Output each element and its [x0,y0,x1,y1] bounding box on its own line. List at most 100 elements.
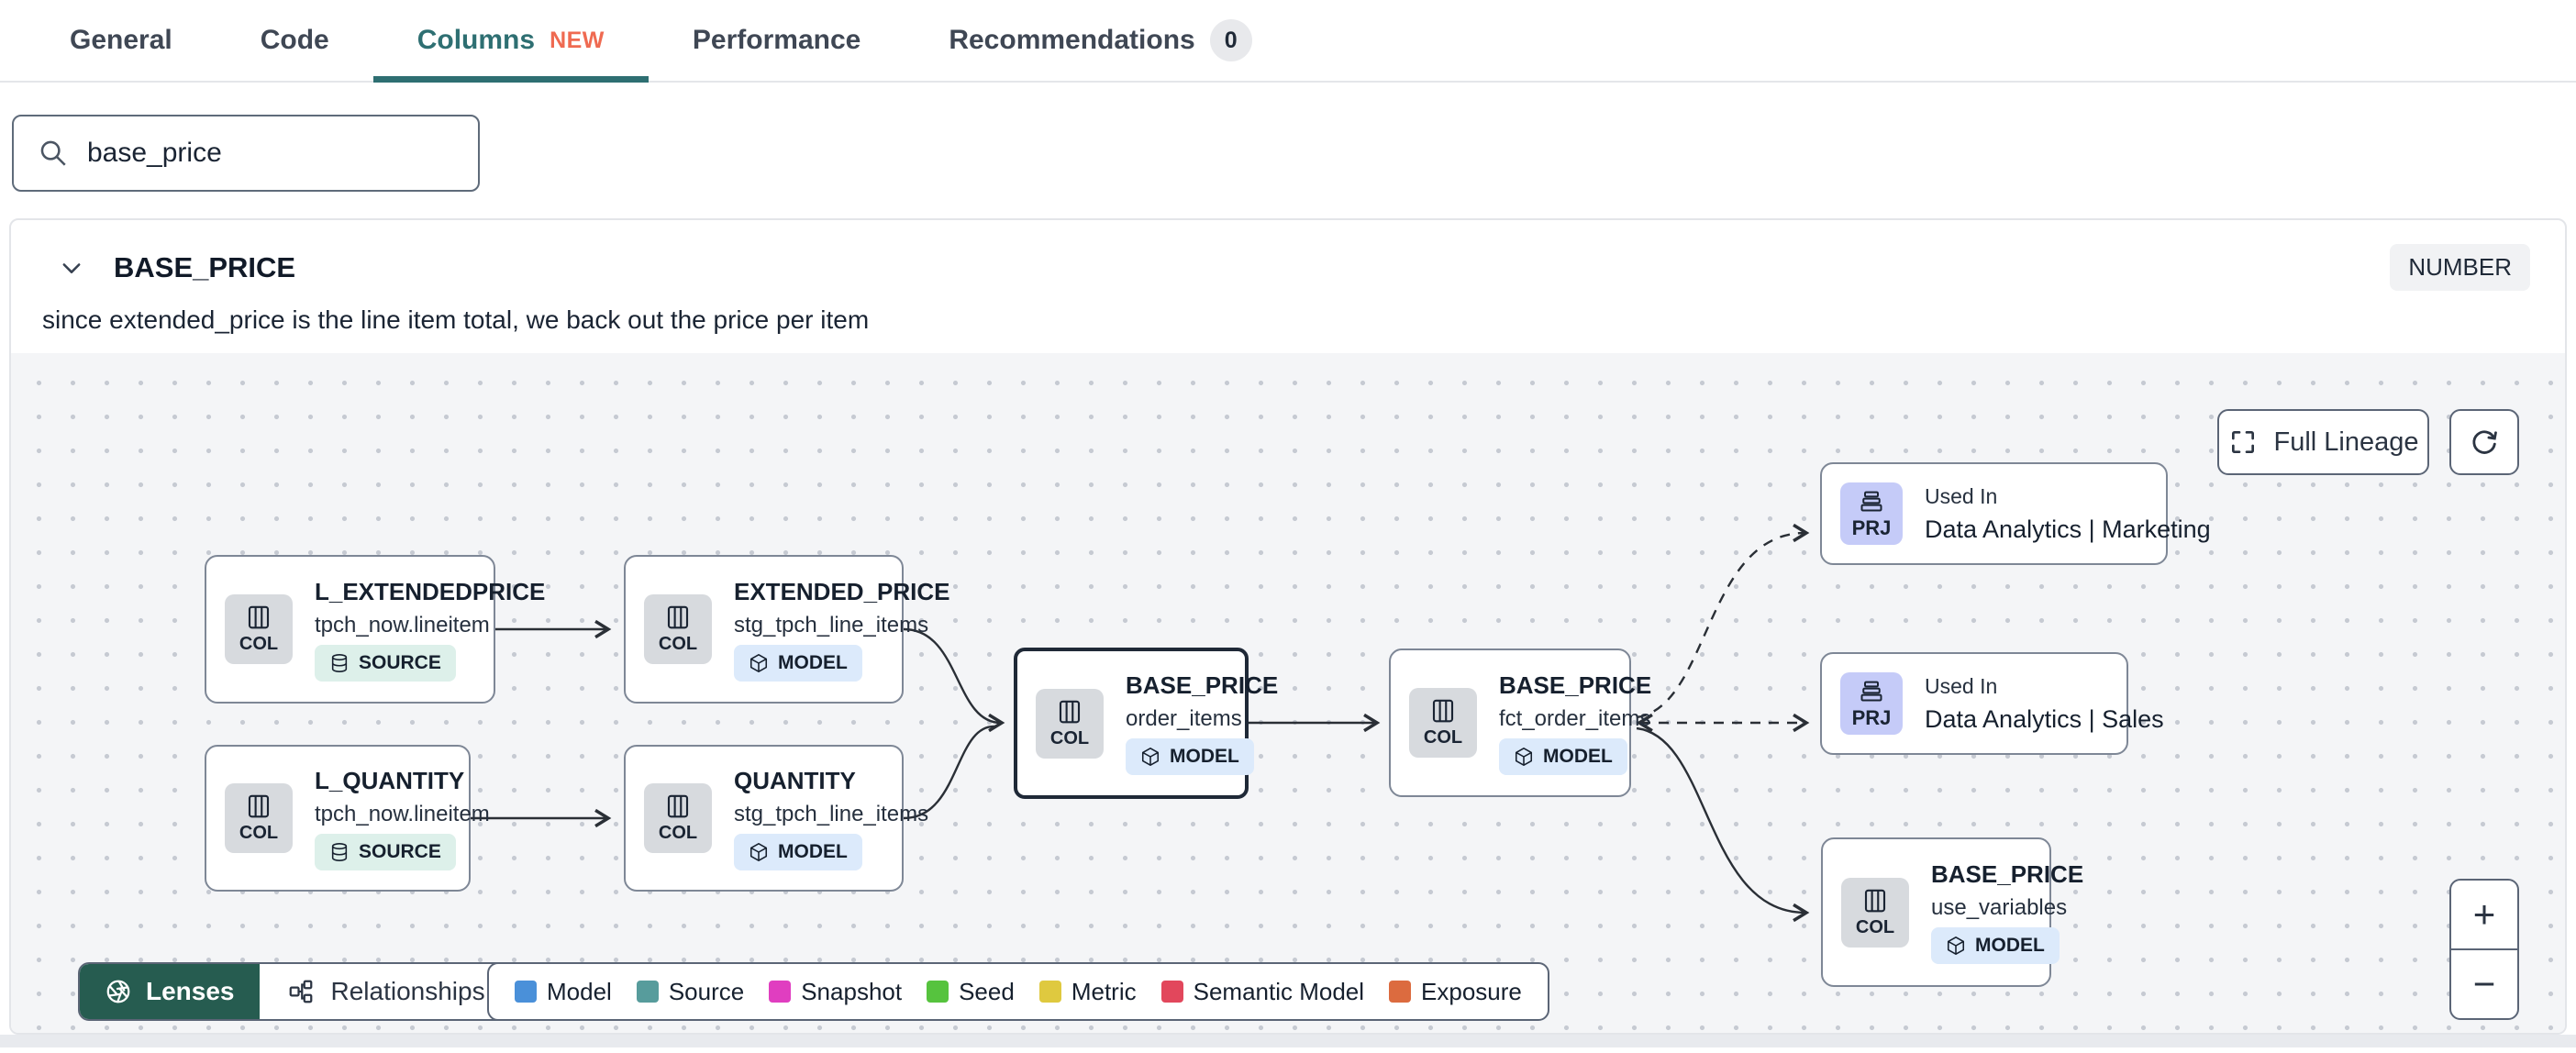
lineage-node-l-extendedprice[interactable]: COL L_EXTENDEDPRICE tpch_now.lineitem SO… [205,555,546,704]
horizontal-scrollbar[interactable] [0,1035,2576,1047]
full-lineage-button[interactable]: Full Lineage [2217,409,2429,475]
legend-item: Model [515,978,612,1006]
node-kicker: Used In [1925,673,1998,698]
relationships-icon [289,980,312,1003]
legend-item: Exposure [1389,978,1522,1006]
badge-label: SOURCE [359,651,441,673]
legend-label: Semantic Model [1193,977,1365,1005]
tab-general[interactable]: General [26,0,217,81]
legend-item: Metric [1038,978,1137,1006]
tab-label: Performance [692,25,861,55]
tab-label: Columns [416,25,536,55]
resource-badge: MODEL [1126,738,1254,775]
column-card: BASE_PRICE NUMBER since extended_price i… [9,218,2567,1035]
cube-icon [749,842,768,861]
search-box[interactable] [12,115,480,192]
legend-label: Snapshot [801,977,903,1005]
node-subtitle: tpch_now.lineitem [315,801,490,826]
lenses-label: Lenses [146,977,235,1005]
lineage-node-base-price-order-items[interactable]: COL BASE_PRICE order_items MODEL [1014,648,1278,799]
column-name: BASE_PRICE [114,250,296,283]
column-chip: COL [1036,688,1104,759]
badge-label: MODEL [1543,745,1613,767]
new-badge: NEW [550,27,605,53]
column-chip: COL [644,783,712,853]
node-subtitle: stg_tpch_line_items [734,612,929,637]
refresh-button[interactable] [2449,409,2519,475]
badge-label: MODEL [778,840,848,862]
project-chip: PRJ [1840,672,1903,735]
tab-columns[interactable]: Columns NEW [372,0,650,83]
columns-icon [667,794,689,818]
tab-code[interactable]: Code [217,0,373,81]
chip-label: PRJ [1851,515,1892,539]
legend-label: Exposure [1421,977,1522,1005]
chip-label: COL [1423,727,1463,748]
node-subtitle: fct_order_items [1499,705,1651,731]
column-card-header: BASE_PRICE NUMBER [11,220,2565,291]
resource-badge: MODEL [1499,737,1627,775]
resource-badge: MODEL [1931,927,2060,964]
column-description: since extended_price is the line item to… [42,305,870,334]
node-title: BASE_PRICE [1499,671,1652,699]
legend-swatch [769,981,792,1003]
column-chip: COL [1841,877,1909,948]
tab-performance[interactable]: Performance [649,0,905,81]
lineage-graph[interactable]: COL L_EXTENDEDPRICE tpch_now.lineitem SO… [11,353,2565,1033]
project-stack-icon [1860,491,1882,511]
columns-icon [1864,889,1886,912]
aperture-icon [106,980,130,1003]
relationships-dropdown[interactable]: Relationships [260,964,551,1019]
node-title: Data Analytics | Marketing [1925,515,2211,543]
legend-item: Seed [927,978,1015,1006]
lenses-group: Lenses Relationships [78,962,553,1021]
lineage-node-base-price-use-variables[interactable]: COL BASE_PRICE use_variables MODEL [1821,837,2083,987]
database-icon [331,842,348,861]
lenses-button[interactable]: Lenses [80,964,260,1019]
search-row [0,83,2576,192]
project-chip: PRJ [1840,482,1903,545]
chip-label: COL [658,823,698,843]
chip-label: PRJ [1851,705,1892,729]
collapse-chevron-icon[interactable] [59,255,84,281]
tab-label: General [70,25,172,55]
expand-icon [2231,431,2254,453]
zoom-in-button[interactable]: + [2472,892,2496,936]
badge-label: MODEL [778,651,848,673]
search-icon [40,140,66,166]
columns-icon [667,605,689,629]
lineage-node-base-price-fct-order-items[interactable]: COL BASE_PRICE fct_order_items MODEL [1389,648,1652,797]
legend-item: Source [636,978,744,1006]
column-chip: COL [225,594,293,664]
refresh-icon [2472,430,2497,454]
node-title: L_QUANTITY [315,766,465,794]
columns-icon [248,794,270,818]
node-subtitle: order_items [1126,706,1242,731]
recommendations-count-badge: 0 [1209,19,1252,61]
zoom-out-button[interactable]: − [2451,948,2517,1018]
lineage-node-l-quantity[interactable]: COL L_QUANTITY tpch_now.lineitem SOURCE [205,745,490,892]
columns-icon [248,605,270,629]
cube-icon [1515,747,1533,766]
node-subtitle: use_variables [1931,895,2068,920]
columns-icon [1432,699,1454,723]
lineage-node-extended-price[interactable]: COL EXTENDED_PRICE stg_tpch_line_items M… [624,555,950,704]
legend-item: Snapshot [769,978,902,1006]
legend-swatch [927,981,949,1003]
columns-icon [1059,700,1081,723]
node-title: L_EXTENDEDPRICE [315,577,546,605]
lineage-node-quantity[interactable]: COL QUANTITY stg_tpch_line_items MODEL [624,745,928,892]
search-input[interactable] [87,138,454,169]
chip-label: COL [1855,916,1895,937]
legend-label: Seed [959,977,1015,1005]
lineage-node-exposure-marketing[interactable]: PRJ Used In Data Analytics | Marketing [1820,462,2211,565]
lineage-edges [471,523,1810,923]
tab-recommendations[interactable]: Recommendations 0 [905,0,1295,81]
node-subtitle: tpch_now.lineitem [315,612,490,637]
legend-swatch [1038,981,1061,1003]
lineage-node-exposure-sales[interactable]: PRJ Used In Data Analytics | Sales [1820,652,2164,755]
chip-label: COL [239,823,279,843]
resource-badge: MODEL [734,644,862,682]
legend-swatch [1389,981,1412,1003]
lineage-legend: Model Source Snapshot Seed Metric Semantic Mo… [487,962,1549,1021]
